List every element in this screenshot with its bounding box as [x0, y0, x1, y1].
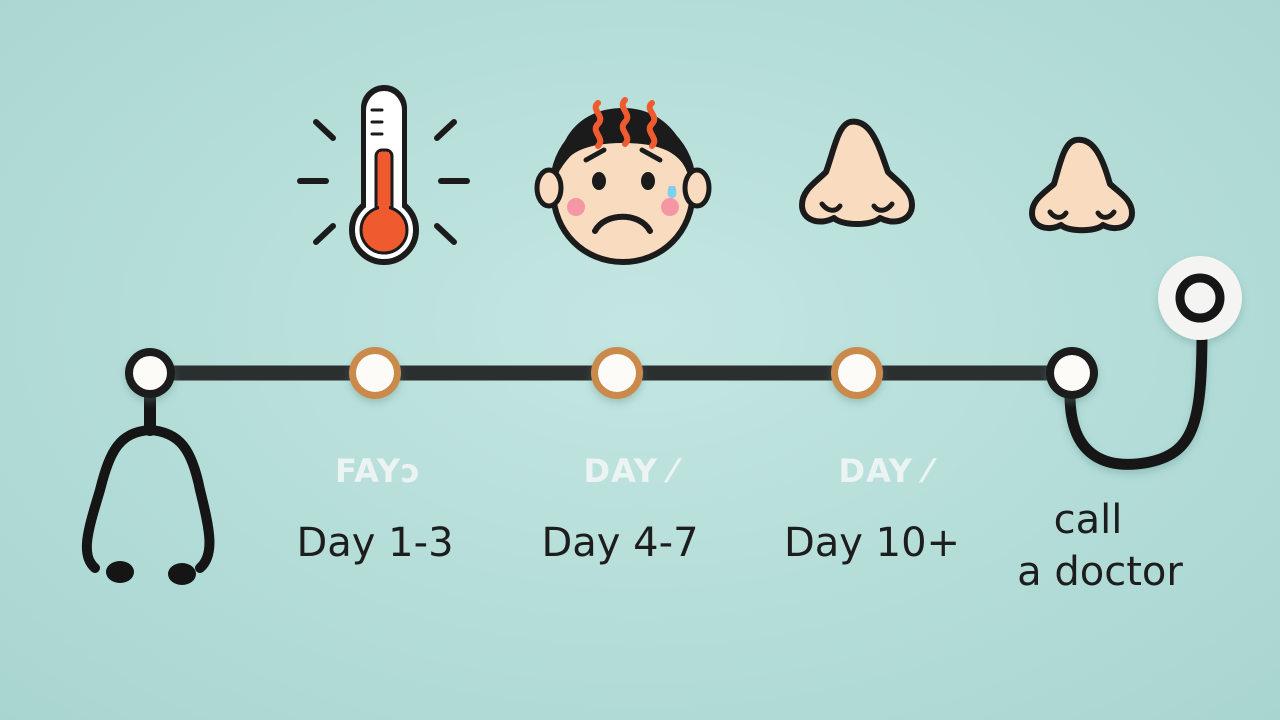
- thermometer-icon: [297, 85, 470, 265]
- stage-label-day-4-7: Day 4-7: [541, 520, 699, 566]
- timeline-node-day-1-3: [349, 347, 401, 399]
- stage-faint-label-3: DAY ⁄: [838, 452, 932, 490]
- doctor-label-line2: a doctor: [1017, 549, 1183, 595]
- doctor-label-line1: call: [1053, 497, 1123, 543]
- headache-face-icon: [534, 97, 712, 266]
- stethoscope-chestpiece-icon: [1064, 256, 1242, 470]
- timeline-node-doctor: [1046, 347, 1098, 399]
- timeline-node-start: [125, 348, 175, 398]
- nose-icon: [1029, 136, 1135, 234]
- timeline-node-day-10: [831, 347, 883, 399]
- stage-faint-label-1: FAYↄ: [334, 452, 422, 490]
- nose-icon: [799, 118, 915, 227]
- stage-label-day-10: Day 10+: [783, 520, 961, 566]
- stage-faint-label-2: DAY ⁄: [583, 452, 677, 490]
- stage-label-day-1-3: Day 1-3: [296, 520, 454, 566]
- stethoscope-icon: [81, 389, 215, 585]
- timeline-node-day-4-7: [591, 347, 643, 399]
